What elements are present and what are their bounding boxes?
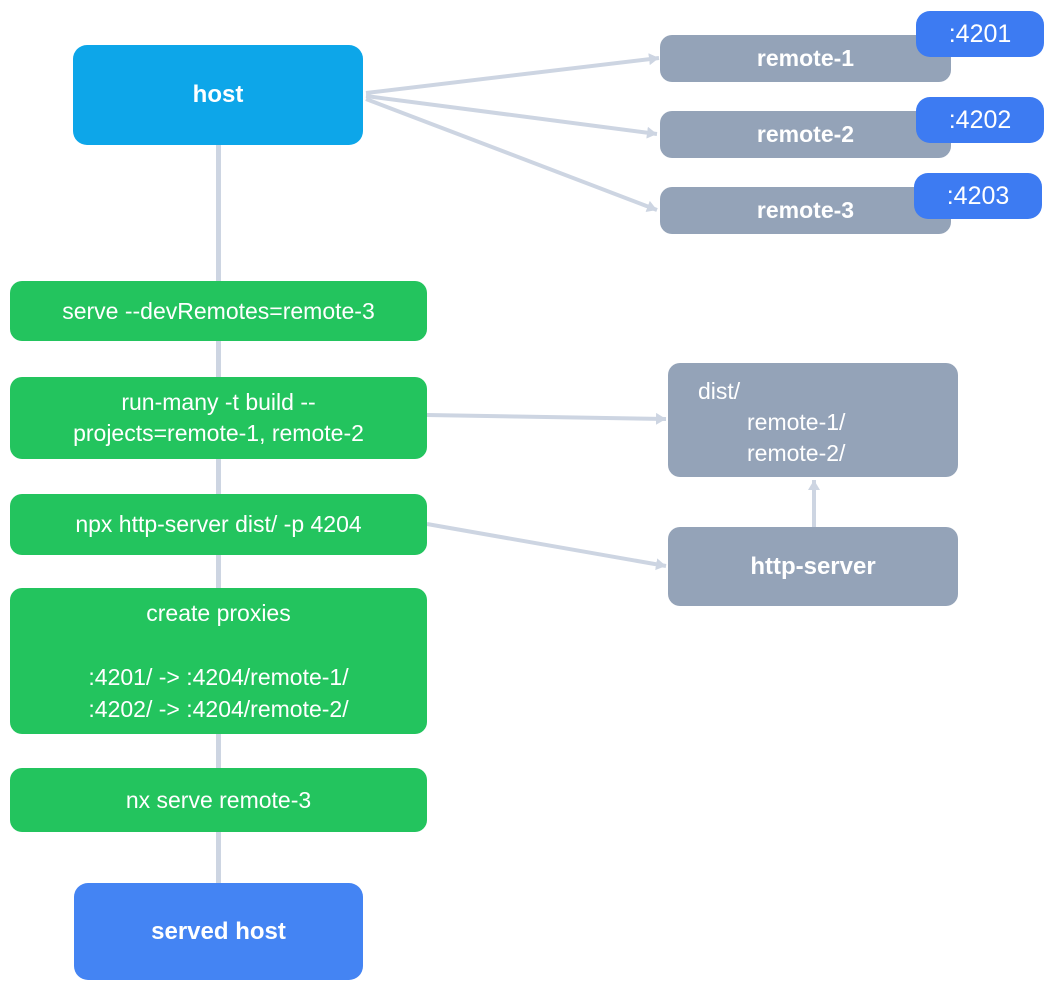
edge-build-dist [426,412,667,425]
node-remote-1: remote-1 [660,35,951,82]
step-nx-serve-label: nx serve remote-3 [125,786,312,813]
remote-2-label: remote-2 [756,121,855,147]
port-badge-4203: :4203 [914,173,1042,219]
node-served-host: served host [74,883,363,980]
port-badge-4201-label: :4201 [948,19,1012,48]
remote-3-label: remote-3 [756,197,855,223]
http-server-label: http-server [750,552,876,580]
step-npx-http-server: npx http-server dist/ -p 4204 [10,494,427,555]
host-label: host [192,81,244,108]
step-nx-serve-remote-3: nx serve remote-3 [10,768,427,832]
step-serve-dev-remotes: serve --devRemotes=remote-3 [10,281,427,341]
remote-1-label: remote-1 [756,45,855,71]
step-npx-http-server-label: npx http-server dist/ -p 4204 [75,511,362,537]
port-badge-4202: :4202 [916,97,1044,143]
edge-cmd-httpserver [426,522,667,571]
served-host-label: served host [151,917,286,945]
node-remote-3: remote-3 [660,187,951,234]
port-badge-4202-label: :4202 [948,105,1012,134]
port-badge-4201: :4201 [916,11,1044,57]
step-run-many-build: run-many -t build -- projects=remote-1, … [10,377,427,459]
node-host: host [73,45,363,145]
node-dist-folder: dist/ remote-1/ remote-2/ [668,363,958,477]
node-remote-2: remote-2 [660,111,951,158]
dist-line-remote-2: remote-2/ [747,440,846,466]
node-http-server: http-server [668,527,958,606]
step-create-proxies: create proxies :4201/ -> :4204/remote-1/… [10,588,427,734]
proxy-rule-1: :4201/ -> :4204/remote-1/ [88,664,349,690]
step-run-many-line-1: run-many -t build -- [121,389,316,415]
dist-line-root: dist/ [698,378,741,404]
edge-host-remote-3 [365,97,658,213]
create-proxies-title: create proxies [146,600,291,626]
port-badge-4203-label: :4203 [946,181,1010,210]
step-serve-label: serve --devRemotes=remote-3 [62,297,375,324]
step-run-many-line-2: projects=remote-1, remote-2 [73,420,364,446]
edge-host-remote-2 [365,94,658,139]
proxy-rule-2: :4202/ -> :4204/remote-2/ [88,696,349,722]
dist-line-remote-1: remote-1/ [747,409,846,435]
edge-host-remote-1 [365,53,660,95]
